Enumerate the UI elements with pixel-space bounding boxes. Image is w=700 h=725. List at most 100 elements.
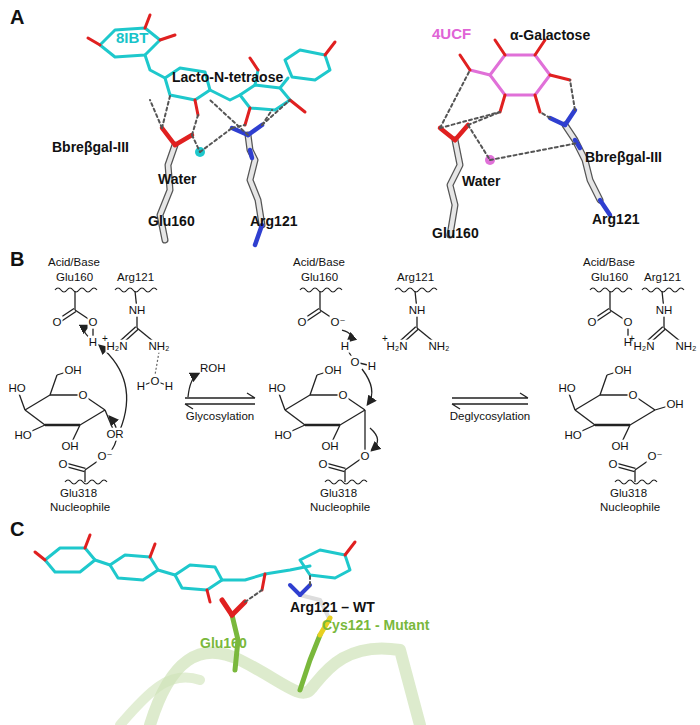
atom-label: O — [297, 316, 308, 329]
residue-label: Glu160 — [148, 214, 195, 229]
bond — [74, 291, 75, 310]
atom-label: HO — [273, 429, 292, 442]
atom-label: O — [150, 375, 161, 388]
atom-label: OH — [320, 440, 339, 453]
atom-label: NH — [128, 304, 147, 317]
atom-label: OH — [665, 398, 684, 411]
residue-label: Glu160 — [591, 271, 628, 284]
pdb-id: 4UCF — [432, 26, 471, 43]
residue-label: Arg121 — [117, 271, 154, 284]
bond — [285, 395, 310, 410]
bond — [630, 410, 655, 425]
atom-label: HO — [13, 429, 32, 442]
atom-label: O — [58, 458, 69, 471]
role-label: Nucleophile — [310, 501, 370, 514]
bond — [642, 288, 684, 292]
bond — [595, 424, 630, 427]
atom-label: NH — [408, 304, 427, 317]
bond — [305, 424, 340, 427]
atom-label: H₂N — [385, 340, 408, 353]
byproduct-label: ROH — [200, 362, 226, 375]
atom-label: O — [338, 389, 349, 402]
atom-label: O — [350, 356, 361, 369]
residue-label: Glu318 — [320, 487, 357, 500]
bond — [55, 288, 97, 292]
residue-label: Arg121 — [250, 214, 297, 229]
bond — [634, 470, 635, 482]
atom-label: OR — [105, 428, 124, 441]
atom-label: OH — [60, 440, 79, 453]
atom-label: NH₂ — [674, 340, 697, 353]
bond — [590, 288, 632, 292]
atom-label: H — [136, 380, 146, 393]
bond — [285, 410, 305, 425]
atom-label: OH — [613, 364, 632, 377]
residue-label: Glu160 — [56, 271, 93, 284]
bond — [84, 470, 85, 482]
residue-label: Glu160 — [200, 636, 247, 651]
water-label: Water — [158, 172, 196, 187]
bond — [115, 288, 157, 292]
residue-label: Arg121 — [644, 271, 681, 284]
charge-sign: + — [382, 333, 388, 344]
bond — [310, 375, 317, 395]
bond — [575, 395, 600, 410]
atom-label: NH₂ — [427, 340, 450, 353]
panel-letter: B — [10, 248, 24, 270]
residue-label: Glu318 — [60, 487, 97, 500]
atom-label: HO — [563, 429, 582, 442]
atom-label: OH — [610, 440, 629, 453]
atom-label: H — [340, 340, 350, 353]
charge-sign: + — [629, 333, 635, 344]
atom-label: HO — [557, 382, 576, 395]
bond — [155, 352, 159, 375]
atom-label: NH₂ — [147, 340, 170, 353]
atom-label: H — [367, 360, 377, 373]
atom-label: OH — [323, 364, 342, 377]
water-label: Water — [462, 174, 500, 189]
atom-label: H — [88, 336, 98, 349]
step-label: Deglycosylation — [450, 410, 531, 423]
atom-label: H — [164, 380, 174, 393]
role-label: Nucleophile — [600, 501, 660, 514]
residue-label: Glu160 — [301, 271, 338, 284]
bond — [80, 410, 105, 425]
charge-sign: + — [102, 333, 108, 344]
bond — [344, 470, 345, 482]
panel-a-left — [88, 15, 335, 245]
atom-label: O — [608, 458, 619, 471]
atom-label: H₂N — [632, 340, 655, 353]
step-label: Glycosylation — [186, 410, 254, 423]
enzyme-name: Bbreβgal-III — [585, 150, 662, 165]
bond — [25, 410, 45, 425]
atom-label: O — [623, 316, 634, 329]
role-label: Acid/Base — [293, 256, 345, 269]
bond — [615, 480, 657, 484]
atom-label: OH — [63, 364, 82, 377]
atom-label: O — [318, 458, 329, 471]
atom-label: O — [88, 316, 99, 329]
enzyme-name: Bbreβgal-III — [52, 140, 129, 155]
residue-label: Glu318 — [610, 487, 647, 500]
bond — [65, 480, 107, 484]
atom-label: H₂N — [105, 340, 128, 353]
residue-label: Arg121 – WT — [290, 600, 375, 615]
reaction-arrows — [84, 326, 528, 455]
bond — [600, 375, 607, 395]
panel-letter: C — [10, 518, 24, 540]
bond — [25, 395, 50, 410]
bond — [340, 410, 365, 425]
bond — [300, 288, 342, 292]
panel-a-right — [440, 40, 610, 235]
atom-label: O⁻ — [329, 316, 346, 329]
role-label: Nucleophile — [50, 501, 110, 514]
residue-label: Cys121 - Mutant — [322, 618, 429, 633]
atom-label: O — [628, 389, 639, 402]
atom-label: O⁻ — [646, 450, 663, 463]
bond — [45, 424, 80, 427]
atom-label: O — [52, 316, 63, 329]
role-label: Acid/Base — [48, 256, 100, 269]
residue-label: Arg121 — [397, 271, 434, 284]
bond — [575, 410, 595, 425]
